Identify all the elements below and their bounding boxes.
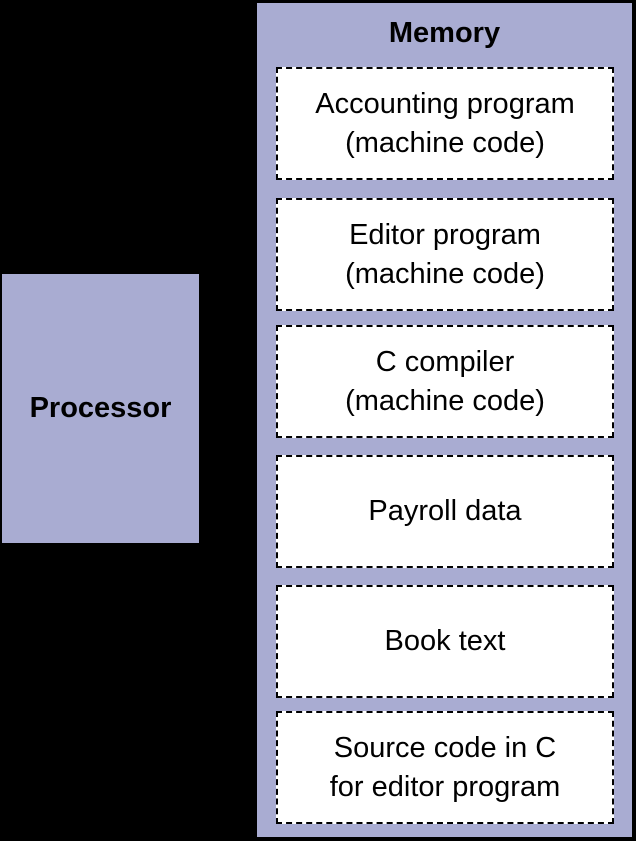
- memory-block-line: Book text: [384, 625, 506, 657]
- memory-block-line: C compiler: [375, 345, 515, 378]
- memory-block-c-compiler: C compiler (machine code): [276, 325, 614, 438]
- processor-box: Processor: [1, 273, 200, 544]
- memory-block-line: (machine code): [345, 257, 545, 290]
- memory-block-line: Accounting program: [315, 87, 575, 120]
- memory-block-line: (machine code): [345, 384, 545, 417]
- memory-block-editor-program: Editor program (machine code): [276, 198, 614, 311]
- memory-block-book-text: Book text: [276, 585, 614, 698]
- memory-block-source-code: Source code in C for editor program: [276, 711, 614, 824]
- memory-block-accounting-program: Accounting program (machine code): [276, 67, 614, 180]
- memory-block-line: for editor program: [329, 770, 561, 803]
- processor-label: Processor: [29, 392, 172, 424]
- memory-block-line: Editor program: [349, 218, 541, 251]
- memory-block-line: (machine code): [345, 126, 545, 159]
- memory-title: Memory: [388, 17, 501, 49]
- memory-block-line: Source code in C: [333, 731, 557, 764]
- memory-block-line: Payroll data: [368, 495, 522, 527]
- memory-block-payroll-data: Payroll data: [276, 455, 614, 568]
- memory-box: Memory Accounting program (machine code)…: [256, 2, 633, 838]
